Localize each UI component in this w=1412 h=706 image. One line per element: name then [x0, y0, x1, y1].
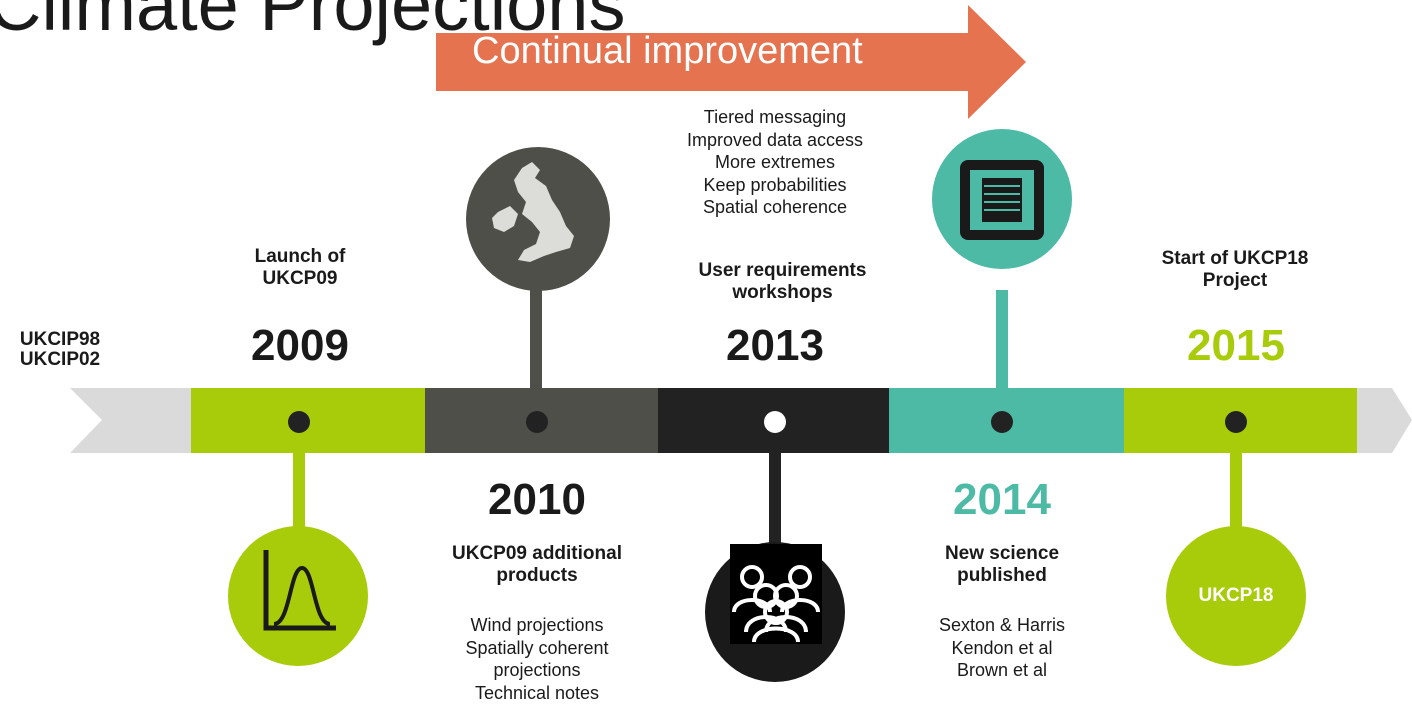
- stem-2013: [769, 440, 781, 550]
- list-item: Brown et al: [956, 660, 1048, 680]
- start-label-ukcip98: UKCIP98: [19, 329, 101, 350]
- dot-2013: [764, 411, 786, 433]
- milestone-2009-year: 2009: [251, 321, 349, 370]
- list-item: projections: [493, 660, 581, 680]
- uk-map-icon: [466, 147, 610, 291]
- stem-2009: [293, 440, 305, 550]
- ukcp18-circle: [1166, 526, 1306, 666]
- milestone-2013-year: 2013: [726, 321, 824, 370]
- ukcp18-circle-label: UKCP18: [1198, 585, 1274, 606]
- list-item: Spatial coherence: [702, 197, 848, 217]
- milestone-2014-items: Sexton & Harris Kendon et al Brown et al: [902, 614, 1102, 682]
- people-group-icon: [705, 542, 845, 682]
- bell-curve-icon: [228, 526, 368, 666]
- dot-2014: [991, 411, 1013, 433]
- banner-text: Continual improvement: [472, 30, 863, 72]
- milestone-2013-label: User requirements workshops: [698, 260, 867, 303]
- list-item: Kendon et al: [951, 637, 1053, 658]
- milestone-2010-year: 2010: [488, 475, 586, 524]
- stem-2015: [1230, 440, 1242, 550]
- start-labels: UKCIP98 UKCIP02: [5, 330, 115, 370]
- milestone-2013-items: Tiered messaging Improved data access Mo…: [650, 106, 900, 219]
- page-title: Climate Projections: [0, 0, 626, 46]
- milestone-2014-year: 2014: [953, 475, 1051, 524]
- milestone-2010-items: Wind projections Spatially coherent proj…: [412, 614, 662, 704]
- milestone-2010-label: UKCP09 additional products: [452, 543, 622, 586]
- start-label-ukcip02: UKCIP02: [19, 349, 101, 370]
- list-item: Sexton & Harris: [938, 615, 1066, 635]
- list-item: Spatially coherent: [465, 637, 609, 658]
- milestone-2009-label: Launch of UKCP09: [254, 246, 346, 289]
- stem-2010: [530, 290, 542, 425]
- list-item: Tiered messaging: [703, 107, 847, 127]
- milestone-2015-label: Start of UKCP18 Project: [1161, 248, 1309, 291]
- list-item: More extremes: [714, 152, 836, 172]
- document-icon: [932, 129, 1072, 269]
- banner-arrow: [436, 5, 1026, 119]
- list-item: Technical notes: [474, 682, 600, 703]
- dot-2009: [288, 411, 310, 433]
- list-item: Keep probabilities: [703, 174, 847, 195]
- list-item: Wind projections: [470, 615, 604, 635]
- milestone-2014-label: New science published: [944, 543, 1060, 586]
- dot-2010: [526, 411, 548, 433]
- milestone-2015-year: 2015: [1187, 321, 1285, 370]
- list-item: Improved data access: [686, 129, 864, 150]
- dot-2015: [1225, 411, 1247, 433]
- stem-2014: [996, 290, 1008, 425]
